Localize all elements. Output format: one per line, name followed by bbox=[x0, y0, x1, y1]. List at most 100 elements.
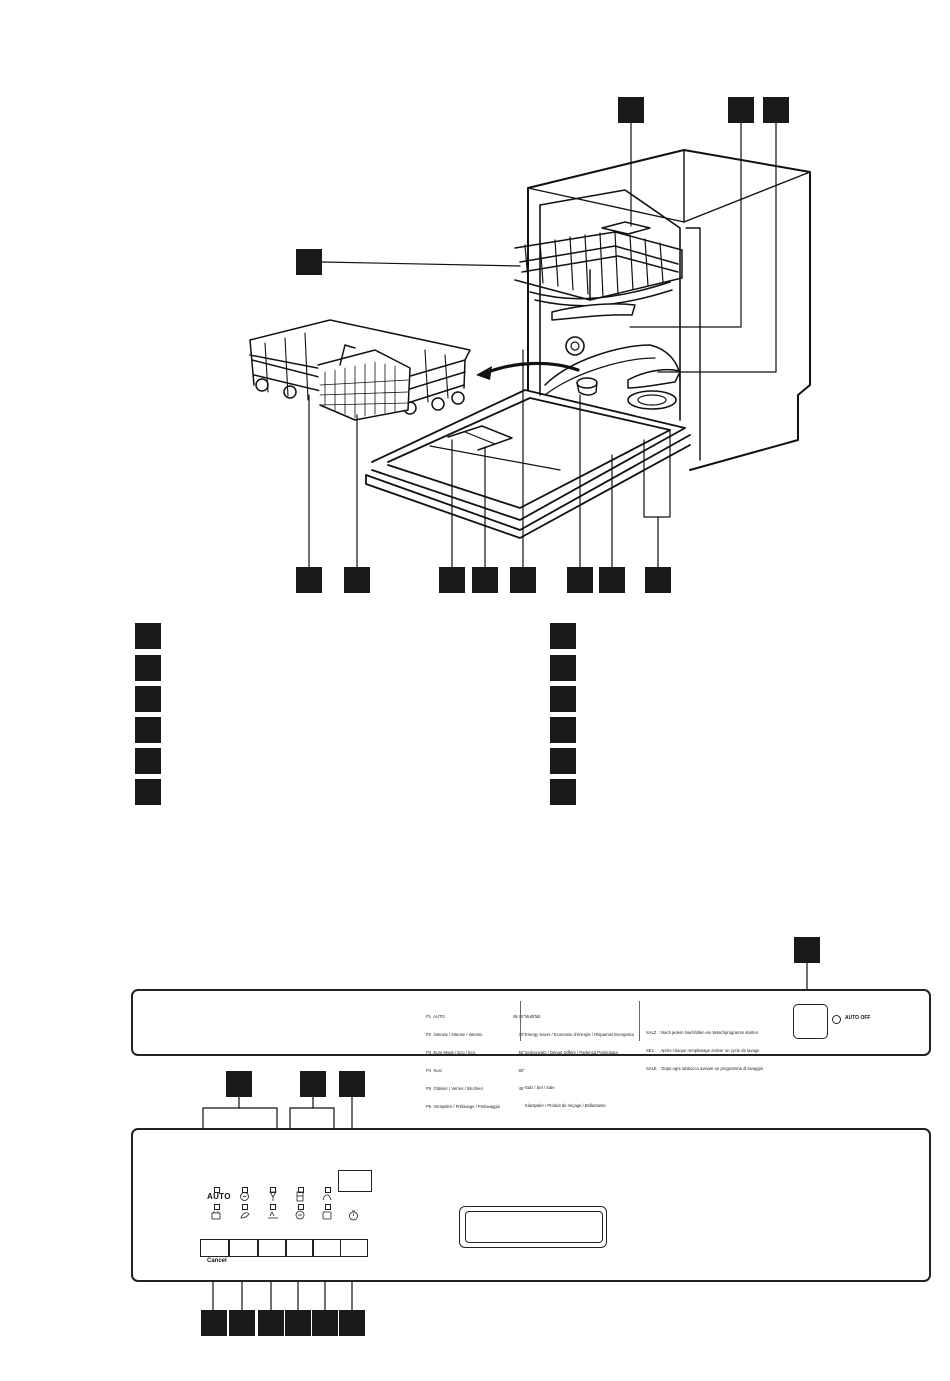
dishwasher-illustration bbox=[249, 119, 811, 570]
legend-box bbox=[135, 748, 161, 774]
callout-box bbox=[618, 97, 644, 123]
callout-box bbox=[339, 1071, 365, 1097]
program-button[interactable] bbox=[229, 1239, 258, 1257]
option-list: MultiTab Energy Saver / Economie d'énerg… bbox=[525, 1002, 635, 1121]
bottom-control-panel: AUTO Cancel bbox=[131, 1128, 931, 1282]
program-button[interactable] bbox=[200, 1239, 229, 1257]
callout-box bbox=[312, 1310, 338, 1336]
callout-box bbox=[472, 567, 498, 593]
option-button[interactable] bbox=[285, 1239, 314, 1257]
callout-box bbox=[258, 1310, 284, 1336]
salt-note: SEL : Après chaque remplissage activer u… bbox=[646, 1048, 760, 1053]
on-off-button[interactable] bbox=[793, 1004, 828, 1039]
legend-box bbox=[550, 655, 576, 681]
auto-off-label: AUTO OFF bbox=[845, 1015, 871, 1021]
program-item: P6 Vorspülen / Prélavage / Prelavaggio bbox=[426, 1104, 501, 1109]
legend-box bbox=[135, 623, 161, 649]
callout-box bbox=[296, 249, 322, 275]
cancel-label: Cancel bbox=[207, 1258, 227, 1264]
callout-box bbox=[226, 1071, 252, 1097]
salt-notes: SALZ : Nach jedem Nachfüllen ein Waschpr… bbox=[646, 1018, 781, 1084]
energy-saver-icon bbox=[295, 1210, 305, 1220]
callout-box bbox=[599, 567, 625, 593]
indicator-light bbox=[214, 1204, 220, 1210]
program-temp: 60° bbox=[518, 1068, 525, 1073]
slide-arrow bbox=[486, 361, 580, 374]
legend-box bbox=[135, 655, 161, 681]
panel-divider bbox=[639, 1001, 640, 1041]
top-control-panel: P1 AUTO P2 Intensiv / Intense / Intenso … bbox=[131, 989, 931, 1109]
legend-box bbox=[135, 686, 161, 712]
legend-box bbox=[135, 779, 161, 805]
option-item: Zeitvorwahl / Départ Différé / Partenza … bbox=[525, 1050, 618, 1055]
indicator-light bbox=[325, 1204, 331, 1210]
dishwasher-cabinet bbox=[527, 149, 811, 471]
option-item: Energy Saver / Economie d'énergie / Risp… bbox=[525, 1032, 635, 1037]
legend-box bbox=[550, 717, 576, 743]
callout-box bbox=[510, 567, 536, 593]
program-temp: 45-70° bbox=[512, 1014, 525, 1019]
water-hardness-adjuster bbox=[565, 336, 585, 356]
delay-start-button[interactable] bbox=[340, 1239, 368, 1257]
indicator-light bbox=[325, 1187, 331, 1193]
dishwasher-door bbox=[365, 389, 691, 539]
upper-basket bbox=[514, 231, 683, 307]
legend-box bbox=[550, 686, 576, 712]
indicator-light bbox=[242, 1204, 248, 1210]
callout-box bbox=[229, 1310, 255, 1336]
leader-lines bbox=[308, 119, 777, 570]
option-item: MultiTab bbox=[525, 1014, 541, 1019]
lower-spray-arm bbox=[627, 368, 681, 389]
legend-box bbox=[550, 748, 576, 774]
callout-box bbox=[285, 1310, 311, 1336]
intensive-icon bbox=[240, 1192, 249, 1201]
program-item: P1 AUTO bbox=[426, 1014, 445, 1019]
salt-note: SALZ : Nach jedem Nachfüllen ein Waschpr… bbox=[646, 1030, 759, 1035]
indicator-light bbox=[214, 1187, 220, 1193]
callout-box bbox=[728, 97, 754, 123]
callout-box bbox=[300, 1071, 326, 1097]
callout-box bbox=[201, 1310, 227, 1336]
program-list: P1 AUTO P2 Intensiv / Intense / Intenso … bbox=[426, 1002, 521, 1122]
program-temp: 50° bbox=[518, 1050, 525, 1055]
timer-icon bbox=[349, 1210, 358, 1221]
indicator-light bbox=[298, 1187, 304, 1193]
callout-box bbox=[439, 567, 465, 593]
power-icon bbox=[832, 1015, 841, 1024]
indicator-light bbox=[298, 1204, 304, 1210]
program-temp: 70° bbox=[518, 1032, 525, 1037]
rinse-aid-icon bbox=[322, 1194, 332, 1201]
program-temps: 45-70° 70° 50° 60° 45° bbox=[509, 1002, 525, 1116]
program-item: P4 Kurz bbox=[426, 1068, 443, 1073]
callout-box bbox=[763, 97, 789, 123]
multitab-icon bbox=[296, 1191, 304, 1202]
eco-icon bbox=[240, 1212, 250, 1219]
delay-display bbox=[338, 1170, 372, 1192]
program-button[interactable] bbox=[258, 1239, 287, 1257]
lower-basket bbox=[249, 319, 471, 421]
auto-label: AUTO bbox=[207, 1192, 231, 1201]
indicator-light bbox=[270, 1187, 276, 1193]
filters bbox=[627, 390, 677, 410]
callout-box bbox=[344, 567, 370, 593]
program-item: P3 Euro Mode / Eco / Eco bbox=[426, 1050, 476, 1055]
option-item: Klarspüler / Produit de rinçage / Brilla… bbox=[525, 1103, 606, 1108]
callout-box bbox=[567, 567, 593, 593]
legend-box bbox=[135, 717, 161, 743]
callout-box bbox=[645, 567, 671, 593]
program-item: P2 Intensiv / Intense / Intenso bbox=[426, 1032, 483, 1037]
upper-spray-arm bbox=[551, 303, 636, 321]
indicator-light bbox=[270, 1204, 276, 1210]
option-item: Salz / Sel / Sale bbox=[525, 1085, 555, 1090]
glass-icon bbox=[269, 1191, 277, 1201]
callout-box bbox=[339, 1310, 365, 1336]
panel-divider bbox=[520, 1001, 521, 1041]
program-temp: 45° bbox=[518, 1086, 525, 1091]
salt-note: SALE : Dopo ogni rabbocco avviare un pro… bbox=[646, 1066, 764, 1071]
program-item: P5 Glässer / Verres / Bicchieri bbox=[426, 1086, 483, 1091]
callout-box bbox=[794, 937, 820, 963]
legend-box bbox=[550, 779, 576, 805]
option-button[interactable] bbox=[312, 1239, 341, 1257]
prewash-icon bbox=[268, 1211, 278, 1219]
salt-icon bbox=[322, 1211, 332, 1220]
